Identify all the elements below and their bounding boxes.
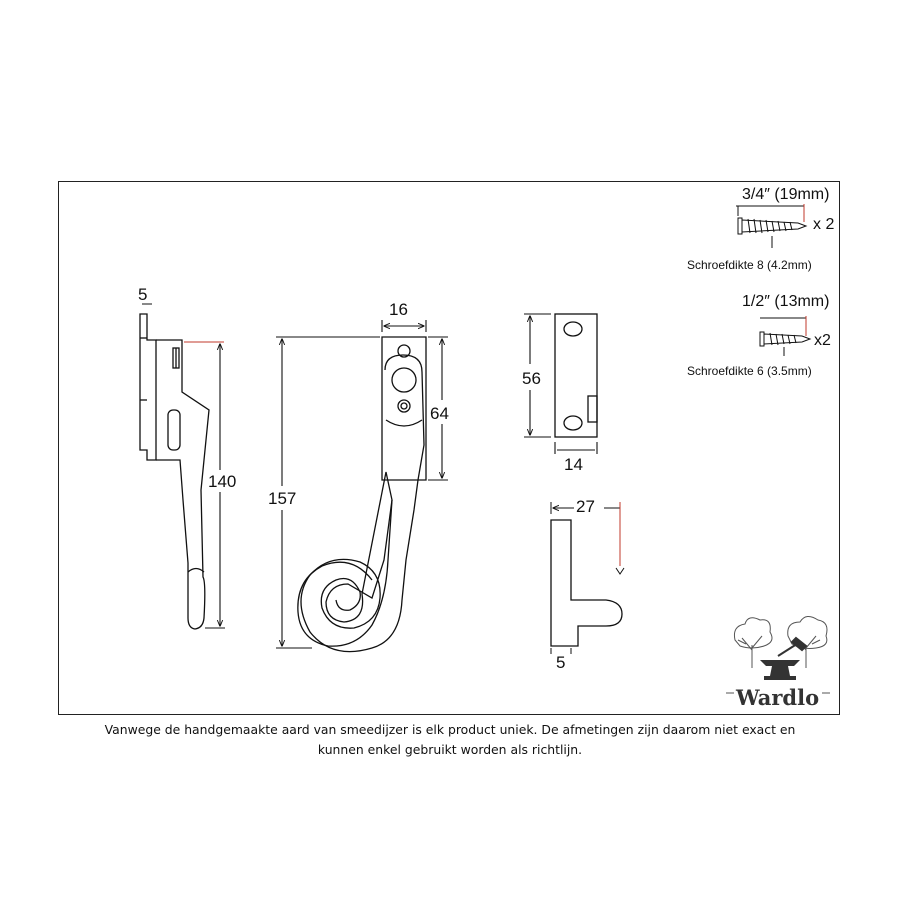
dim-bracket-thickness: 5 (556, 653, 565, 672)
keep-view (554, 313, 598, 438)
dim-side-height: 140 (208, 472, 236, 491)
handle-spindle-hole (391, 367, 417, 393)
dim-bracket-width: 27 (576, 497, 595, 516)
dim-handle-plate-height: 64 (430, 404, 449, 423)
keep-screw-hole-top (563, 321, 583, 337)
handle-dimensions (276, 320, 448, 649)
dim-side-top-width: 5 (138, 285, 147, 304)
anvil-hammer-icon (760, 636, 808, 680)
handle-scroll-outer (297, 499, 393, 647)
bracket-view (550, 519, 623, 647)
handle-screw-hole-top (397, 344, 411, 358)
dim-handle-height: 157 (268, 489, 296, 508)
screw-spec-2: 1/2″ (13mm) x2 Schroefdikte 6 (3.5mm) (687, 293, 831, 378)
disclaimer-line-2: kunnen enkel gebruikt worden als richtli… (317, 742, 583, 757)
screw-1-spec: Schroefdikte 8 (4.2mm) (687, 258, 812, 272)
screw-1-icon (737, 217, 808, 235)
logo-text: Wardlo (735, 685, 819, 710)
keep-catch (587, 395, 598, 423)
side-view-slot (167, 409, 181, 451)
side-view (139, 313, 210, 630)
screw-1-size: 3/4″ (19mm) (742, 186, 829, 203)
handle-grub-screw (397, 399, 411, 413)
keep-screw-hole-bottom (563, 415, 583, 431)
disclaimer: Vanwege de handgemaakte aard van smeedij… (60, 720, 840, 760)
screw-1-qty: x 2 (813, 216, 834, 233)
handle-backplate (381, 336, 427, 481)
side-view-dimensions: 5 140 (138, 285, 246, 629)
screw-2-spec: Schroefdikte 6 (3.5mm) (687, 364, 812, 378)
side-view-grip (187, 567, 205, 573)
side-view-handle-body (156, 339, 210, 630)
keep-plate (554, 313, 598, 438)
disclaimer-line-1: Vanwege de handgemaakte aard van smeedij… (104, 722, 796, 737)
dim-handle-width: 16 (389, 300, 408, 319)
side-view-backplate (139, 313, 157, 461)
screw-2-icon (759, 331, 812, 347)
screw-spec-1: 3/4″ (19mm) x 2 Schroefdikte 8 (4.2mm) (687, 186, 834, 272)
handle-body (300, 354, 425, 653)
wardlo-logo: Wardlo (726, 616, 830, 710)
tree-icon-left (734, 617, 773, 668)
bracket-dimensions (550, 502, 625, 654)
dim-keep-height: 56 (522, 369, 541, 388)
screw-2-qty: x2 (814, 332, 831, 349)
dim-keep-width: 14 (564, 455, 583, 474)
handle-front-view (297, 336, 427, 653)
drawing-frame (58, 181, 840, 715)
bracket-profile (550, 519, 623, 647)
screw-2-size: 1/2″ (13mm) (742, 293, 829, 310)
